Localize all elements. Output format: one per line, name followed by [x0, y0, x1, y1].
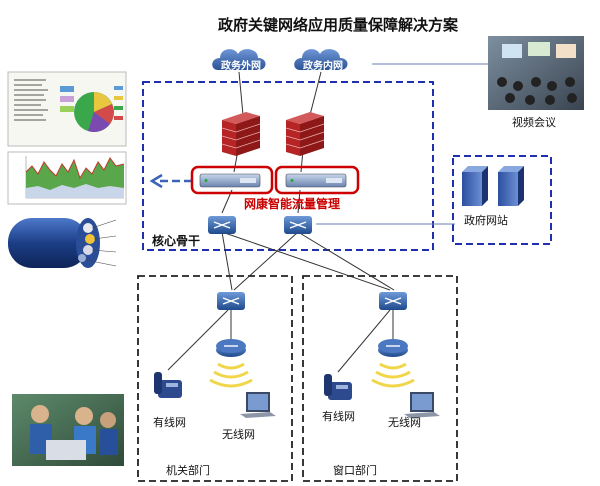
switch-icon [208, 216, 236, 234]
traffic-mgmt-highlight-left [190, 165, 274, 195]
switch-icon [379, 292, 407, 310]
dept-right-box [302, 275, 458, 482]
cable-bundle-image [8, 218, 117, 268]
video-conference-photo [488, 36, 584, 110]
wireless-left-label: 无线网 [222, 428, 255, 441]
traffic-chart-thumbnail [7, 151, 127, 205]
appliance-icon [199, 173, 261, 188]
video-conference-label: 视频会议 [512, 116, 556, 129]
cloud-label-internal: 政务内网 [303, 61, 343, 72]
wired-left-label: 有线网 [153, 416, 186, 429]
traffic-mgmt-highlight-right [274, 165, 360, 195]
cloud-icon [212, 49, 266, 70]
mirror-arrow [149, 173, 192, 189]
report-chart-thumbnail [7, 71, 127, 147]
wifi-ap-icon [371, 339, 415, 388]
laptop-icon [404, 392, 440, 418]
core-backbone-label: 核心骨干 [152, 234, 201, 248]
cloud-label-external: 政务外网 [221, 61, 261, 72]
laptop-icon [240, 392, 276, 418]
connection-lines [167, 71, 395, 373]
phone-icon [324, 374, 352, 400]
server-icon [462, 166, 488, 206]
gov-website-label: 政府网站 [464, 214, 508, 227]
phone-icon [154, 372, 182, 398]
core-backbone-box [142, 81, 434, 251]
server-icon [498, 166, 524, 206]
wireless-right-label: 无线网 [388, 416, 421, 429]
switch-icon [284, 216, 312, 234]
firewall-icon [285, 112, 325, 156]
dept-right-label: 窗口部门 [333, 464, 377, 477]
cloud-icon [294, 49, 348, 70]
appliance-icon [285, 173, 347, 188]
office-workers-photo [12, 394, 124, 466]
firewall-icon [221, 112, 261, 156]
page-title: 政府关键网络应用质量保障解决方案 [217, 16, 458, 34]
dept-left-label: 机关部门 [166, 464, 210, 477]
dept-left-box [137, 275, 293, 482]
wifi-ap-icon [209, 339, 253, 388]
traffic-mgmt-label: 网康智能流量管理 [244, 197, 341, 211]
wired-right-label: 有线网 [322, 410, 355, 423]
gov-website-box [452, 155, 552, 245]
switch-icon [217, 292, 245, 310]
